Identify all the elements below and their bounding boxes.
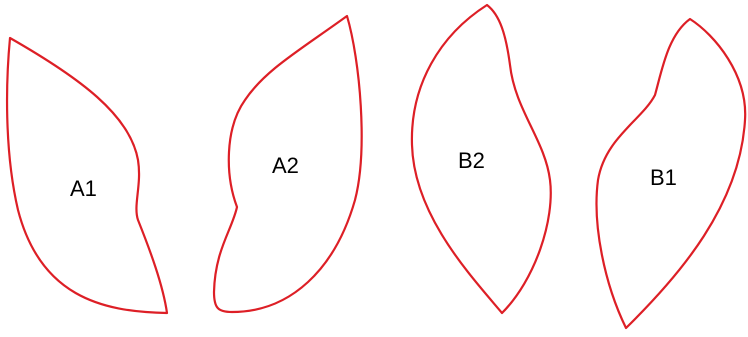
pattern-piece-b1-outline xyxy=(595,17,747,330)
pattern-piece-a1: A1 xyxy=(5,36,169,315)
pattern-piece-b1-label: B1 xyxy=(650,165,677,190)
pattern-piece-b1: B1 xyxy=(595,17,747,330)
pattern-piece-a2-outline xyxy=(212,14,363,314)
pattern-piece-b2-label: B2 xyxy=(458,148,485,173)
pattern-piece-a1-outline xyxy=(5,36,169,315)
pattern-piece-a1-label: A1 xyxy=(70,176,97,201)
pattern-piece-b2: B2 xyxy=(410,3,552,315)
pattern-piece-b2-outline xyxy=(410,3,552,315)
pattern-piece-a2: A2 xyxy=(212,14,363,314)
pattern-piece-a2-label: A2 xyxy=(272,153,299,178)
